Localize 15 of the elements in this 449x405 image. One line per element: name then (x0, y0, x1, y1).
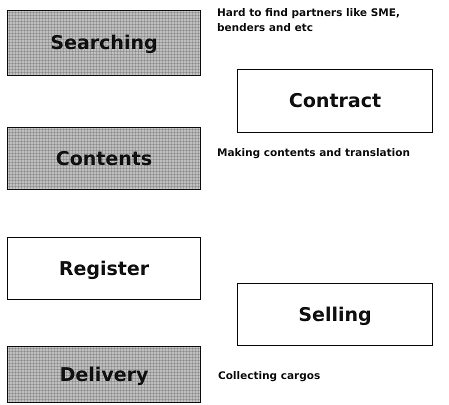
process-box (7, 237, 201, 300)
process-box (237, 283, 433, 346)
note-text: Hard to find partners like SME, benders and etc (217, 6, 401, 36)
process-box (7, 127, 201, 190)
box-label: Selling (298, 304, 372, 326)
process-box (7, 10, 201, 76)
box-label: Delivery (60, 364, 148, 386)
note-text: Making contents and translation (217, 146, 411, 161)
box-label: Contract (288, 90, 382, 112)
note-text: Collecting cargos (218, 369, 322, 384)
box-label: Register (58, 258, 150, 280)
process-box (7, 346, 201, 403)
process-box (237, 69, 433, 133)
box-label: Searching (50, 32, 158, 54)
box-label: Contents (56, 148, 152, 170)
